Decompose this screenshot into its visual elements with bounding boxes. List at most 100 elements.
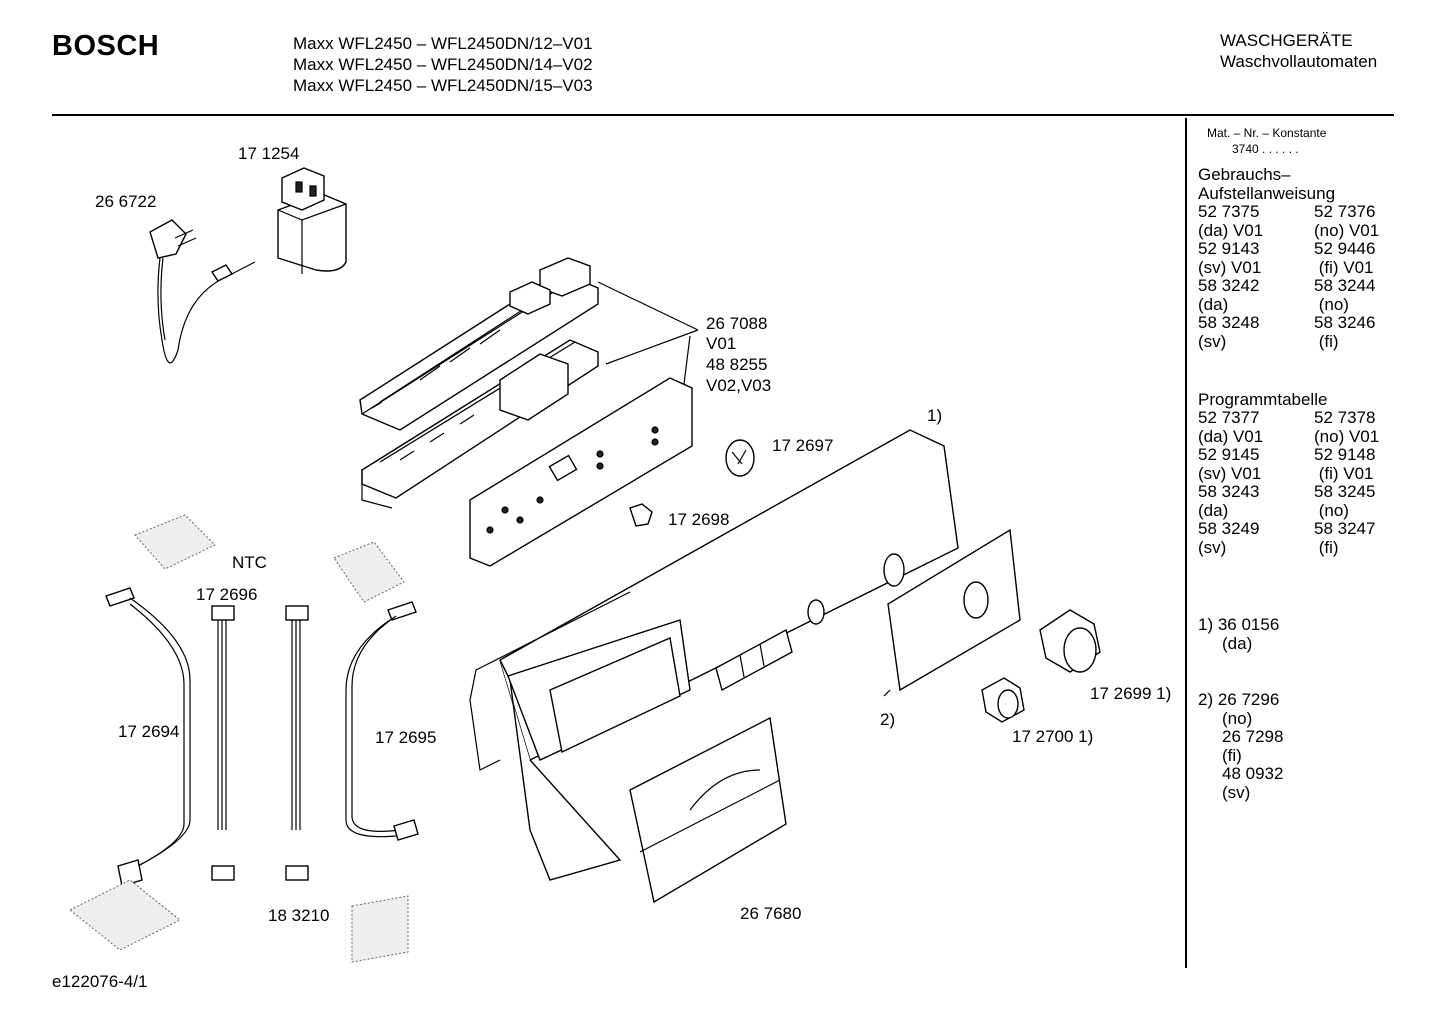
part-number-cell: (no) V01 (1314, 426, 1380, 446)
programm-title: Programmtabelle (1198, 390, 1328, 409)
part-number-cell: (sv) (1198, 537, 1227, 557)
mat-nr-value: 3740 . . . . . . (1232, 142, 1299, 156)
interference-filter-drawing (277, 167, 347, 274)
knob-axle-drawing (629, 439, 755, 527)
part-number-cell: (fi) V01 (1314, 257, 1374, 277)
footnote-line: (sv) (1222, 782, 1251, 802)
part-label: 26 7680 (740, 904, 802, 923)
part-number-cell: (fi) (1314, 537, 1339, 557)
footnote-line: 26 7298 (1222, 727, 1284, 746)
footnote-line: (no) (1222, 708, 1253, 728)
part-label: 17 2696 (196, 585, 258, 604)
part-number-cell: (da) (1198, 294, 1229, 314)
part-number-row: 52 7377 52 7378 (1198, 408, 1379, 428)
brand-logo: BOSCH (52, 30, 160, 62)
footnote-marker: 1) (927, 406, 943, 425)
part-number-cell: 58 3247 (1314, 519, 1376, 538)
part-label: 26 7088 (706, 314, 768, 333)
footnote-line: 1) 36 0156 (1198, 615, 1280, 634)
footnote-1: 1) 36 0156 (da) (1198, 615, 1280, 653)
part-number-cell: (sv) V01 (1198, 257, 1262, 277)
mat-nr-title: Mat. – Nr. – Konstante (1207, 126, 1327, 140)
part-number-cell: (sv) (1198, 331, 1227, 351)
part-number-cell: 52 9446 (1314, 239, 1376, 258)
part-label: 26 6722 (95, 192, 157, 211)
part-number-cell: 52 7375 (1198, 202, 1260, 221)
part-number-row: 52 9143 52 9446 (1198, 239, 1379, 259)
sensor-label: NTC (232, 553, 267, 572)
part-number-cell: 52 7378 (1314, 408, 1376, 427)
part-number-row: (da) (no) (1198, 294, 1379, 315)
part-number-row: (da) (no) (1198, 500, 1379, 521)
part-label: 17 2695 (375, 728, 437, 747)
model-line: Maxx WFL2450 – WFL2450DN/12–V01 (293, 34, 593, 53)
part-label: 17 2694 (118, 722, 180, 741)
circuit-board-drawing (469, 377, 693, 567)
reference-component-drawing (69, 514, 409, 963)
part-number-cell: 52 7376 (1314, 202, 1376, 221)
part-number-cell: 58 3244 (1314, 276, 1376, 295)
sidebar-divider (1185, 118, 1187, 968)
part-number-cell: 52 9148 (1314, 445, 1376, 464)
part-number-row: (da) V01 (no) V01 (1198, 220, 1380, 241)
footnote-line: (fi) (1222, 745, 1242, 765)
front-panel-drawing (469, 429, 959, 881)
part-number-row: (sv) (fi) (1198, 331, 1379, 352)
panel-overlay-drawing (883, 528, 1021, 697)
part-number-row: 58 3242 58 3244 (1198, 276, 1379, 296)
part-label: 17 2697 (772, 436, 834, 455)
part-number-cell: (sv) V01 (1198, 463, 1262, 483)
part-number-cell: 52 9145 (1198, 445, 1260, 464)
part-number-cell: (no) (1314, 500, 1349, 520)
document-code: e122076-4/1 (52, 972, 148, 991)
part-number-cell: 58 3242 (1198, 276, 1260, 295)
footnote-line: 2) 26 7296 (1198, 690, 1280, 709)
drawer-front-drawing (629, 716, 787, 904)
variant-label: V02,V03 (706, 376, 772, 395)
part-label: 18 3210 (268, 906, 330, 925)
part-number-row: (da) V01 (no) V01 (1198, 426, 1380, 447)
part-number-cell: 52 9143 (1198, 239, 1260, 258)
part-number-cell: 52 7377 (1198, 408, 1260, 427)
part-number-cell: 58 3243 (1198, 482, 1260, 501)
part-number-cell: (da) V01 (1198, 426, 1264, 446)
part-number-row: (sv) V01 (fi) V01 (1198, 257, 1379, 278)
footnote-marker: 2) (880, 710, 896, 729)
footnote-line: (da) (1222, 633, 1253, 653)
part-label: 17 1254 (238, 144, 300, 163)
power-cord-drawing (149, 219, 256, 364)
part-label: 17 2698 (668, 510, 730, 529)
category-subtitle: Waschvollautomaten (1220, 52, 1378, 71)
footnote-line: 48 0932 (1222, 764, 1284, 783)
part-number-cell: (da) V01 (1198, 220, 1264, 240)
part-number-cell: 58 3249 (1198, 519, 1260, 538)
part-number-cell: 58 3246 (1314, 313, 1376, 332)
wire-harness-drawing (105, 587, 419, 887)
part-label: 17 2699 1) (1090, 684, 1172, 703)
control-module-drawing (359, 257, 599, 431)
part-number-row: 52 9145 52 9148 (1198, 445, 1379, 465)
part-number-cell: (no) V01 (1314, 220, 1380, 240)
part-number-cell: (da) (1198, 500, 1229, 520)
part-number-row: (sv) V01 (fi) V01 (1198, 463, 1379, 484)
part-number-cell: 58 3248 (1198, 313, 1260, 332)
model-line: Maxx WFL2450 – WFL2450DN/15–V03 (293, 76, 593, 95)
program-knob-drawing (1039, 609, 1101, 673)
category-block: WASCHGERÄTE Waschvollautomaten (1220, 30, 1377, 72)
gebrauchs-title: Gebrauchs– Aufstellanweisung (1198, 165, 1335, 203)
gebrauchs-title-line: Gebrauchs– (1198, 165, 1291, 184)
category-title: WASCHGERÄTE (1220, 31, 1353, 50)
part-number-row: 58 3248 58 3246 (1198, 313, 1379, 333)
part-label: 48 8255 (706, 355, 768, 374)
header-divider (52, 114, 1394, 116)
part-number-cell: (fi) (1314, 331, 1339, 351)
pcb-frame-drawing (361, 339, 599, 509)
small-knob-drawing (981, 677, 1025, 723)
variant-label: V01 (706, 334, 737, 353)
part-number-cell: (fi) V01 (1314, 463, 1374, 483)
model-list: Maxx WFL2450 – WFL2450DN/12–V01 Maxx WFL… (293, 33, 593, 96)
